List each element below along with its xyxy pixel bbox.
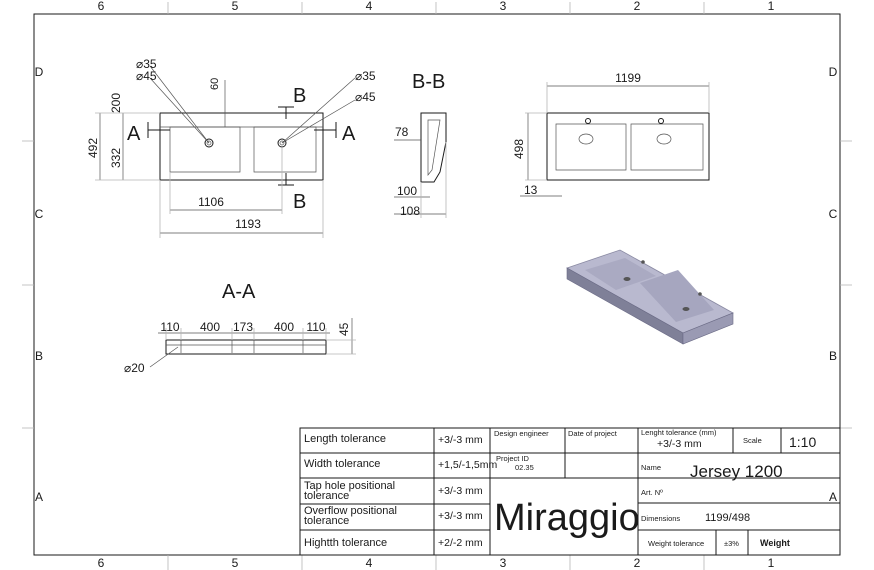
project-id-label: Project ID: [496, 454, 530, 463]
dimensions-label: Dimensions: [641, 514, 680, 523]
dim-aa-400a: 400: [200, 320, 220, 334]
col-label-top: 4: [366, 0, 373, 13]
length-tolerance-value: +3/-3 mm: [657, 438, 702, 450]
weight-tolerance-label: Weight tolerance: [648, 539, 704, 548]
row-label-left: D: [35, 65, 44, 79]
dim-top-45b: ⌀45: [355, 90, 376, 104]
frame-ticks: [22, 2, 852, 570]
scale-label: Scale: [743, 436, 762, 445]
col-label-bottom: 5: [232, 556, 239, 570]
weight-label: Weight: [760, 538, 790, 548]
tolerance-value: +3/-3 mm: [438, 485, 483, 497]
dimensions-value: 1199/498: [705, 512, 750, 524]
name-label: Name: [641, 463, 661, 472]
art-number-label: Art. Nº: [641, 488, 663, 497]
row-label-left: B: [35, 349, 43, 363]
col-label-bottom: 1: [768, 556, 775, 570]
dim-aa-400b: 400: [274, 320, 294, 334]
dim-top-45: ⌀45: [136, 69, 157, 83]
aa-section-title: A-A: [222, 281, 256, 303]
tolerance-label: Width tolerance: [304, 458, 380, 470]
section-mark-a-left: A: [127, 123, 141, 145]
col-label-top: 1: [768, 0, 775, 13]
product-name: Jersey 1200: [690, 462, 783, 481]
dim-bb-100: 100: [397, 184, 417, 198]
row-label-right: C: [829, 207, 838, 221]
basin-3d-render: [566, 249, 734, 345]
col-label-top: 3: [500, 0, 507, 13]
dim-top-1193: 1193: [235, 217, 261, 231]
col-label-bottom: 3: [500, 556, 507, 570]
dim-right-1199: 1199: [615, 71, 641, 85]
row-label-right: A: [829, 490, 837, 504]
dim-aa-20: ⌀20: [124, 361, 145, 375]
bb-section-view: [394, 112, 447, 218]
design-engineer-label: Design engineer: [494, 429, 549, 438]
brand-logo-text: Miraggio: [494, 497, 640, 539]
dim-top-35b: ⌀35: [355, 69, 376, 83]
dim-right-13: 13: [524, 183, 538, 197]
section-mark-b-bottom: B: [293, 191, 306, 213]
tolerance-value: +1,5/-1,5mm: [438, 459, 497, 471]
tolerance-label: Length tolerance: [304, 433, 386, 445]
date-of-project-label: Date of project: [568, 429, 618, 438]
weight-tolerance-value: ±3%: [724, 539, 739, 548]
aa-section-view: [149, 318, 356, 368]
tolerance-value: +2/-2 mm: [438, 537, 483, 549]
tolerance-value: +3/-3 mm: [438, 434, 483, 446]
dim-top-1106: 1106: [198, 195, 224, 209]
row-label-left: C: [35, 207, 44, 221]
dim-aa-110b: 110: [306, 320, 325, 334]
dim-aa-173: 173: [233, 320, 253, 334]
dim-bb-78: 78: [395, 125, 409, 139]
scale-value: 1:10: [789, 434, 816, 450]
row-label-right: B: [829, 349, 837, 363]
col-label-bottom: 6: [98, 556, 105, 570]
length-tolerance-label: Lenght tolerance (mm): [641, 428, 717, 437]
tolerance-value: +3/-3 mm: [438, 510, 483, 522]
col-label-top: 5: [232, 0, 239, 13]
section-mark-a-right: A: [342, 123, 356, 145]
dim-aa-45: 45: [337, 322, 351, 336]
row-label-right: D: [829, 65, 838, 79]
project-id-value: 02.35: [515, 463, 534, 472]
dim-top-200: 200: [109, 93, 123, 113]
col-label-bottom: 2: [634, 556, 641, 570]
dim-top-60: 60: [209, 78, 221, 90]
row-label-left: A: [35, 490, 43, 504]
section-mark-b-top: B: [293, 85, 306, 107]
dim-aa-110a: 110: [160, 320, 179, 334]
right-plan-view: [520, 82, 710, 197]
dim-top-35: ⌀35: [136, 57, 157, 71]
bb-section-title: B-B: [412, 71, 445, 93]
top-view: [95, 65, 356, 238]
col-label-top: 6: [98, 0, 105, 13]
dim-top-492: 492: [86, 138, 100, 158]
title-block: [299, 427, 841, 556]
dim-bb-108: 108: [400, 204, 420, 218]
dim-right-498: 498: [512, 139, 526, 159]
col-label-bottom: 4: [366, 556, 373, 570]
dim-top-332: 332: [109, 148, 123, 168]
tolerance-label: Hightth tolerance: [304, 537, 387, 549]
col-label-top: 2: [634, 0, 641, 13]
